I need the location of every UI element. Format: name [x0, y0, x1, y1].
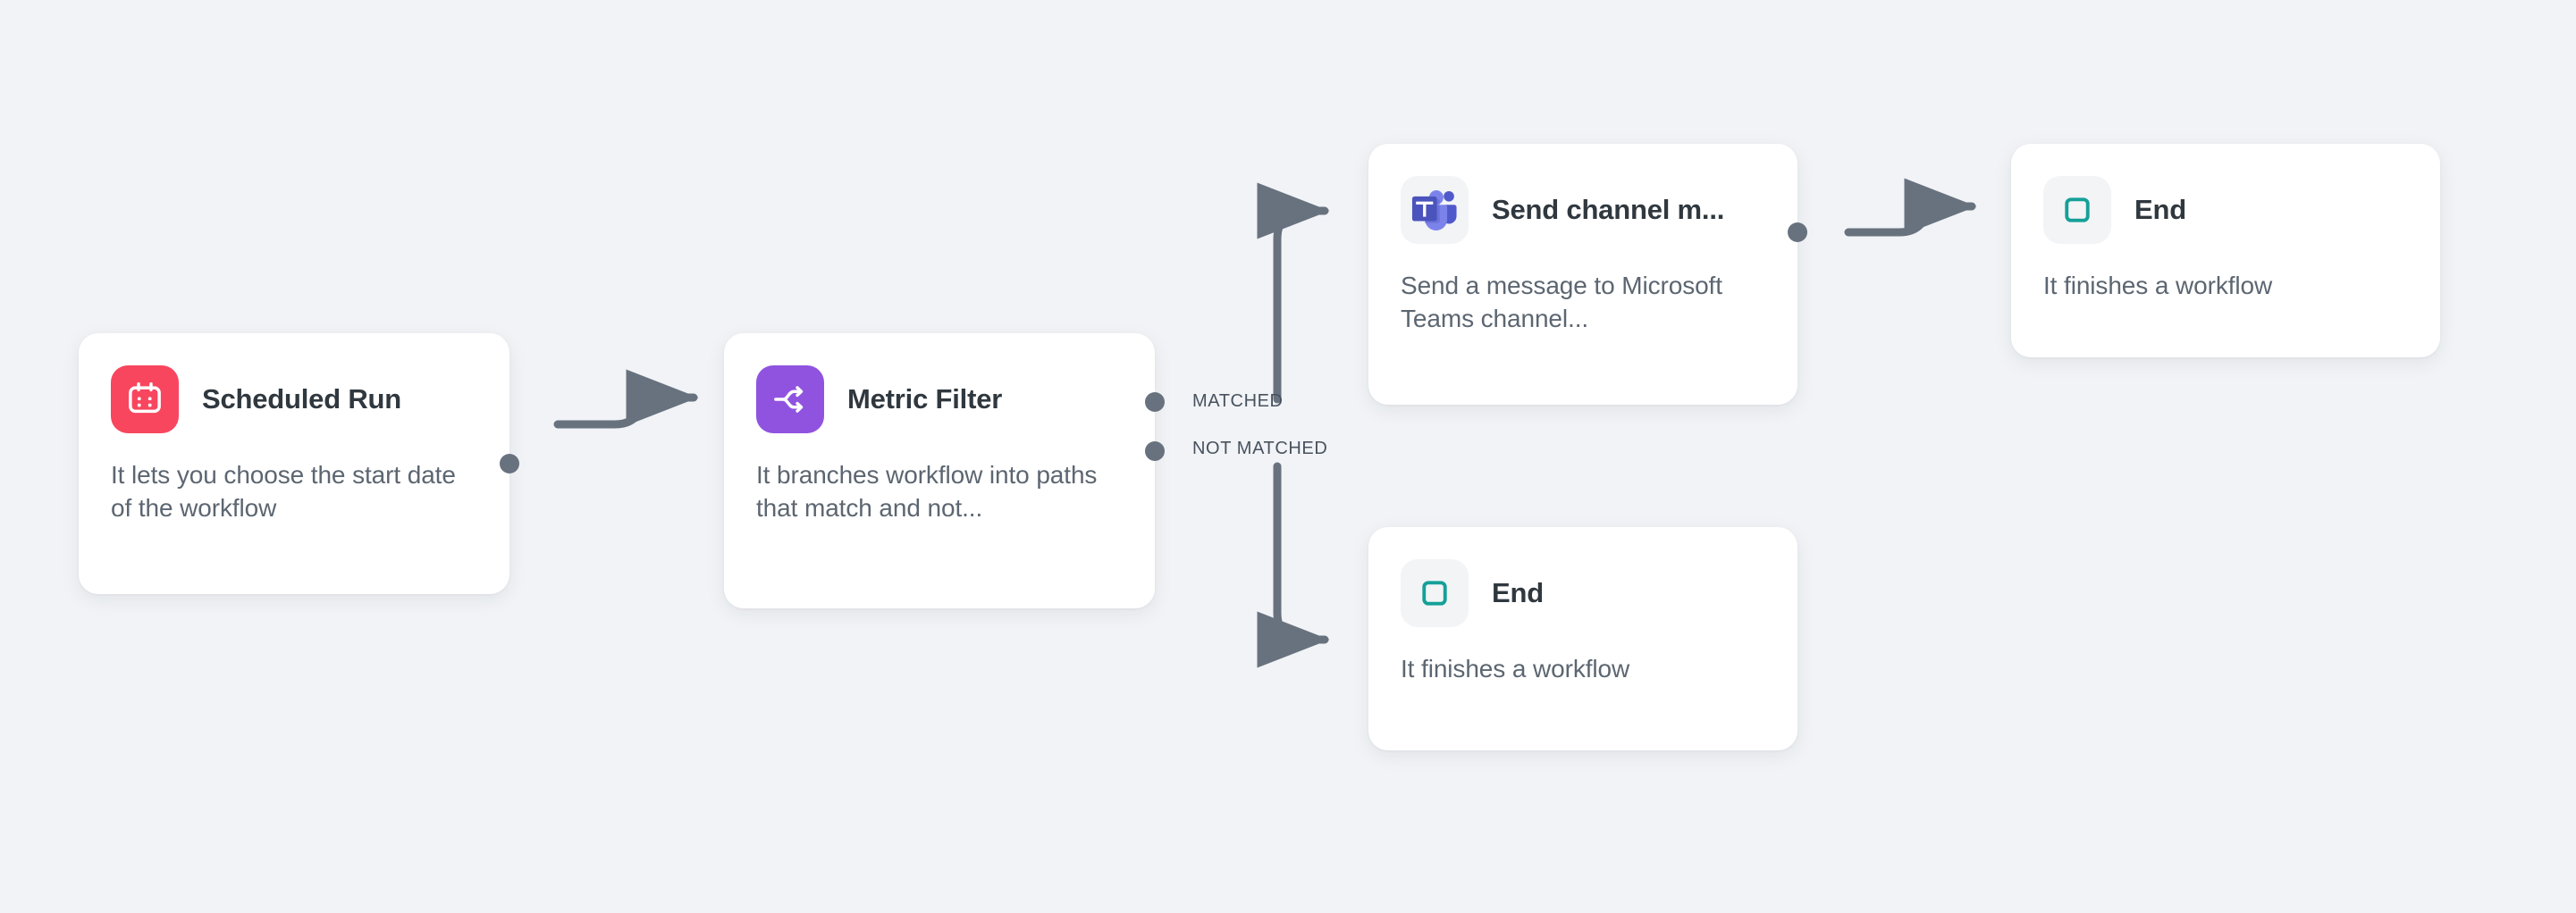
node-title: Metric Filter: [847, 383, 1003, 415]
node-end-right[interactable]: End It finishes a workflow: [2011, 144, 2440, 357]
edge-teams-to-end: [1844, 178, 1977, 237]
node-title: End: [2134, 194, 2186, 225]
node-end-bottom[interactable]: End It finishes a workflow: [1368, 527, 1797, 750]
output-port[interactable]: [1788, 222, 1807, 242]
node-header: End: [1401, 559, 1765, 627]
branch-label-matched: MATCHED: [1192, 391, 1284, 411]
node-description: It finishes a workflow: [1401, 655, 1630, 683]
output-port[interactable]: [500, 454, 519, 473]
node-send-channel-message[interactable]: Send channel m... Send a message to Micr…: [1368, 144, 1807, 405]
stop-square-icon: [2043, 176, 2111, 244]
node-header: Scheduled Run: [111, 365, 477, 433]
node-description: Send a message to Microsoft Teams channe…: [1401, 272, 1722, 333]
node-metric-filter[interactable]: Metric Filter It branches workflow into …: [724, 333, 1165, 608]
node-header: Metric Filter: [756, 365, 1123, 433]
output-port-matched[interactable]: [1145, 392, 1165, 412]
edge-scheduled-to-filter: [553, 369, 699, 429]
calendar-icon: [111, 365, 179, 433]
node-title: Scheduled Run: [202, 383, 402, 415]
node-title: Send channel m...: [1492, 194, 1725, 225]
stop-square-icon: [1401, 559, 1469, 627]
node-header: End: [2043, 176, 2408, 244]
node-description: It lets you choose the start date of the…: [111, 461, 456, 523]
branch-shuffle-icon: [756, 365, 824, 433]
node-header: Send channel m...: [1401, 176, 1765, 244]
node-description: It branches workflow into paths that mat…: [756, 461, 1098, 523]
microsoft-teams-icon: [1401, 176, 1469, 244]
node-scheduled-run[interactable]: Scheduled Run It lets you choose the sta…: [79, 333, 519, 594]
output-port-not-matched[interactable]: [1145, 441, 1165, 461]
branch-label-not-matched: NOT MATCHED: [1192, 439, 1328, 458]
edge-filter-matched-to-teams: [1257, 182, 1330, 404]
edge-filter-not-matched-to-end: [1257, 462, 1330, 668]
node-description: It finishes a workflow: [2043, 272, 2273, 299]
node-title: End: [1492, 577, 1544, 608]
